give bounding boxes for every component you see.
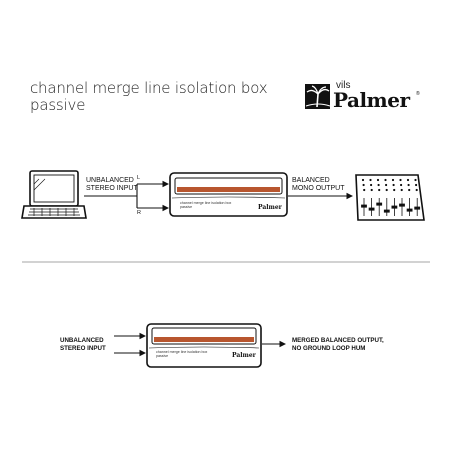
device-caption-top: channel merge line isolation box passive (180, 201, 232, 210)
mixer-knob (376, 178, 380, 182)
isolation-box-bottom (146, 323, 262, 368)
mixer-fader-cap (361, 204, 367, 208)
output-label-line-2: MONO OUTPUT (292, 185, 345, 192)
mixer-knob (377, 183, 380, 187)
mixer-knob (400, 183, 403, 187)
mixer-fader-cap (414, 206, 421, 210)
mixer-knob (369, 178, 372, 182)
device-brand-bottom: Palmer (232, 352, 256, 359)
device-stripe (177, 187, 280, 192)
mixer-knob (391, 178, 395, 182)
output-label-line-1: BALANCED (292, 177, 330, 184)
logo-vils-text: vils (336, 80, 351, 91)
logo-registered-mark: ® (416, 91, 420, 97)
laptop-icon (21, 170, 87, 219)
mixer-knob (370, 188, 373, 192)
mixer-fader-cap (391, 205, 398, 209)
device-caption-bottom: channel merge line isolation box passive (156, 350, 208, 359)
channel-r-label: R (137, 210, 141, 216)
input-label-line-2: STEREO INPUT (86, 185, 138, 192)
mixer-knob (370, 183, 373, 187)
mixer-fader-cap (368, 207, 375, 211)
input-label-line-2: STEREO INPUT (60, 344, 106, 352)
isolation-box-top (169, 172, 288, 217)
mixer-fader-cap (376, 202, 383, 206)
output-label-top: BALANCED MONO OUTPUT (292, 177, 345, 193)
mixer-knob (385, 183, 388, 187)
mixer-knob (415, 183, 418, 187)
mixer-knob (392, 183, 395, 187)
palm-tree-logo-icon (305, 84, 331, 109)
mixer-console-icon (355, 174, 425, 221)
input-label-top: UNBALANCED STEREO INPUT (86, 177, 138, 193)
product-title: channel merge line isolation box passive (30, 79, 268, 114)
mixer-fader-cap (406, 208, 413, 212)
channel-l-label: L (137, 175, 141, 181)
mixer-knob (385, 188, 388, 192)
mixer-fader-cap (399, 203, 405, 207)
mixer-knob (400, 188, 403, 192)
mixer-knob (361, 178, 365, 182)
output-label-line-1: MERGED BALANCED OUTPUT, (292, 337, 384, 344)
mixer-knob (414, 178, 417, 182)
device-brand-top: Palmer (258, 204, 282, 211)
logo-wordmark: Palmer (333, 88, 410, 112)
mixer-knob (407, 183, 410, 187)
mixer-knob (408, 188, 411, 192)
mixer-knob (406, 178, 410, 182)
mixer-knob (415, 188, 418, 192)
input-label-line-1: UNBALANCED (86, 177, 134, 184)
title-line-2: passive (30, 96, 86, 114)
output-label-line-2: NO GROUND LOOP HUM (292, 344, 366, 352)
title-line-1: channel merge line isolation box (30, 79, 268, 97)
device-stripe (154, 337, 254, 342)
mixer-knob (384, 178, 387, 182)
mixer-knob (378, 188, 381, 192)
mixer-knob (393, 188, 396, 192)
input-label-bottom: UNBALANCED STEREO INPUT (60, 337, 106, 352)
mixer-knob (363, 188, 366, 192)
mixer-knob (362, 183, 365, 187)
stereo-cable (84, 180, 170, 212)
mixer-knob (399, 178, 402, 182)
mixer-fader-cap (383, 209, 390, 213)
output-label-bottom: MERGED BALANCED OUTPUT, NO GROUND LOOP H… (292, 337, 384, 352)
input-arrows-bottom (114, 332, 147, 357)
input-label-line-1: UNBALANCED (60, 337, 104, 344)
